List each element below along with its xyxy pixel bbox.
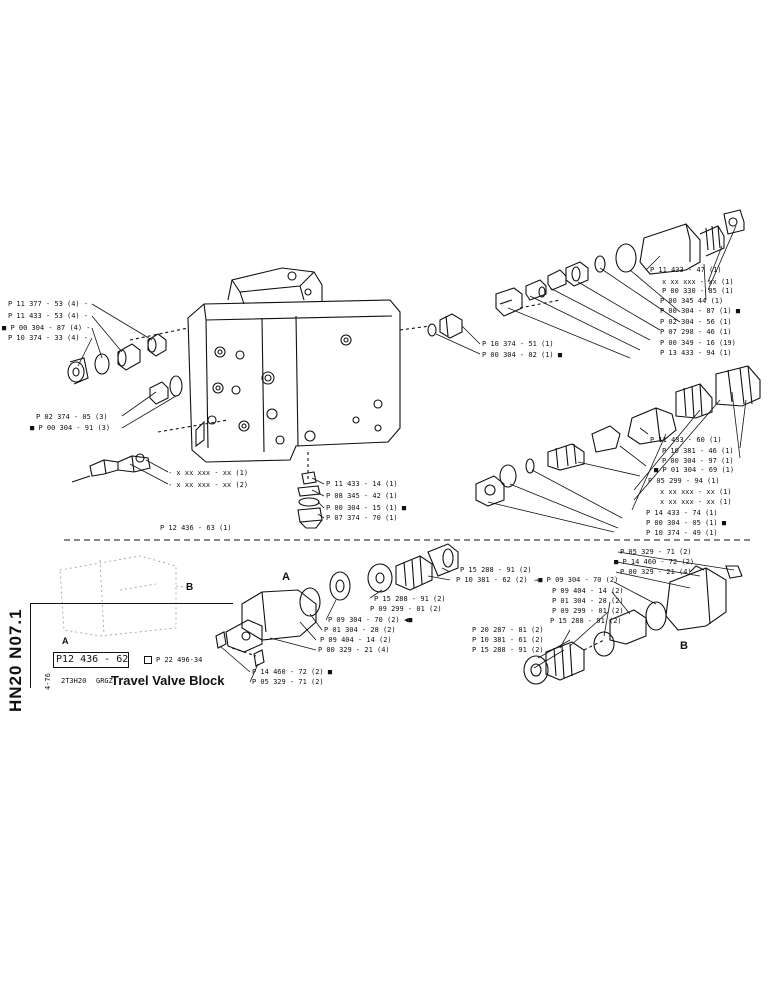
drawing-title: Travel Valve Block [111, 673, 225, 688]
center-plug-stack [297, 471, 323, 529]
callout-plug-4: P 07 374 - 70 (1) [326, 514, 398, 522]
mid-right-spool-assembly [475, 365, 761, 507]
part-number-box [53, 652, 129, 668]
callout-a-8: P 00 329 - 21 (4) [318, 646, 390, 654]
callout-b-4: →■ P 09 304 - 70 (2) [534, 576, 619, 584]
faint-block-sketch [59, 555, 191, 637]
top-right-spool-assembly [495, 209, 745, 317]
callout-xx-2: - x xx xxx - xx (2) [168, 481, 249, 489]
part-number: P12 436 - 62 [56, 654, 129, 665]
callout-left-1: P 11 377 - 53 (4) - [8, 300, 89, 308]
callout-top-right-6: P 02 304 - 56 (1) [660, 318, 732, 326]
callout-left-3: ■ P 00 304 - 87 (4) - [2, 324, 91, 332]
view-label-b: B [680, 640, 688, 652]
callout-mid-right-2: P 10 381 - 46 (1) [662, 447, 734, 455]
group-code: GRGZ [96, 677, 113, 685]
callout-b-11: P 15 288 - 91 (2) [472, 646, 544, 654]
callout-b-5: P 09 404 - 14 (2) [552, 587, 624, 595]
callout-b-2: ■ P 14 460 - 72 (2) [614, 558, 695, 566]
callout-left-5: P 02 374 - 05 (3) [36, 413, 108, 421]
callout-top-right-3: P 00 330 - 85 (1) [662, 287, 734, 295]
reference-checkbox [144, 656, 152, 664]
view-label-a: A [282, 571, 290, 583]
callout-top-right-1: P 11 433 - 47 (1) [650, 266, 722, 274]
callout-a-5: P 09 304 - 70 (2) ◀■ [328, 616, 413, 624]
callout-top-right-8: P 00 349 - 16 (19) [660, 339, 736, 347]
callout-a-1: P 15 288 - 91 (2) [460, 566, 532, 574]
callout-a-10: P 05 329 - 71 (2) [252, 678, 324, 686]
callout-mid-right-9: P 00 304 - 05 (1) ■ [646, 519, 727, 527]
callout-plug-2: P 08 345 - 42 (1) [326, 492, 398, 500]
callout-b-1: P 05 329 - 71 (2) [620, 548, 692, 556]
callout-top-right-4: P 00 345 44 (1) [660, 297, 724, 305]
callout-plug-3: P 00 304 - 15 (1) ■ [326, 504, 407, 512]
callout-a-2: P 10 381 - 62 (2) [456, 576, 528, 584]
callout-b-3: P 00 329 - 21 (4) [620, 568, 692, 576]
callout-mid-right-4: ■ P 01 304 - 69 (1) [654, 466, 735, 474]
view-label-b-left: B [186, 582, 194, 593]
callout-xx-1: - x xx xxx - xx (1) [168, 469, 249, 477]
callout-top-center-2: P 00 304 - 02 (1) ■ [482, 351, 563, 359]
callout-top-right-2: x xx xxx - xx (1) [662, 278, 734, 286]
callout-a-3: P 15 288 - 91 (2) [374, 595, 446, 603]
callout-a-6: P 01 304 - 28 (2) [324, 626, 396, 634]
callout-top-right-7: P 07 298 - 46 (1) [660, 328, 732, 336]
callout-b-8: P 15 288 - 91 (2) [550, 617, 622, 625]
callout-left-4: P 10 374 - 33 (4) - [8, 334, 89, 342]
callout-b-10: P 10 381 - 61 (2) [472, 636, 544, 644]
view-label-a-small: A [62, 636, 69, 646]
cap-assembly-a [215, 543, 459, 667]
callout-b-9: P 20 287 - 81 (2) [472, 626, 544, 634]
reference-number: P 22 496-34 [156, 656, 203, 664]
callout-a-9: P 14 460 - 72 (2) ■ [252, 668, 333, 676]
top-center-fitting [427, 313, 463, 339]
callout-plug-1: P 11 433 - 14 (1) [326, 480, 398, 488]
callout-left-6: ■ P 00 304 - 91 (3) [30, 424, 111, 432]
callout-mid-right-3: P 00 304 - 97 (1) [662, 457, 734, 465]
drawing-code: HN20 N07.1 [6, 608, 25, 712]
model-code: 2T3H20 [61, 677, 87, 685]
callout-top-right-9: P 13 433 - 94 (1) [660, 349, 732, 357]
valve-block-housing [129, 267, 431, 480]
leader-lines [77, 225, 747, 683]
callout-a-4: P 09 299 - 01 (2) [370, 605, 442, 613]
callout-mid-right-10: P 10 374 - 49 (1) [646, 529, 718, 537]
callout-top-center-1: P 10 374 - 51 (1) [482, 340, 554, 348]
assembly-ref: P 12 436 - 63 (1) [160, 524, 232, 532]
callout-a-7: P 09 404 - 14 (2) [320, 636, 392, 644]
callout-top-right-5: P 00 304 - 87 (1) ■ [660, 307, 741, 315]
callout-mid-right-6: x xx xxx - xx (1) [660, 488, 732, 496]
callout-mid-right-8: P 14 433 - 74 (1) [646, 509, 718, 517]
left-fittings [67, 333, 183, 483]
title-block-frame [30, 603, 233, 688]
callout-b-6: P 01 304 - 28 (2) [552, 597, 624, 605]
callout-left-2: P 11 433 - 53 (4) - [8, 312, 89, 320]
callout-mid-right-7: x xx xxx - xx (1) [660, 498, 732, 506]
callout-mid-right-5: P 05 299 - 94 (1) [648, 477, 720, 485]
callout-mid-right-1: P 11 433 - 60 (1) [650, 436, 722, 444]
callout-b-7: P 09 299 - 01 (2) [552, 607, 624, 615]
